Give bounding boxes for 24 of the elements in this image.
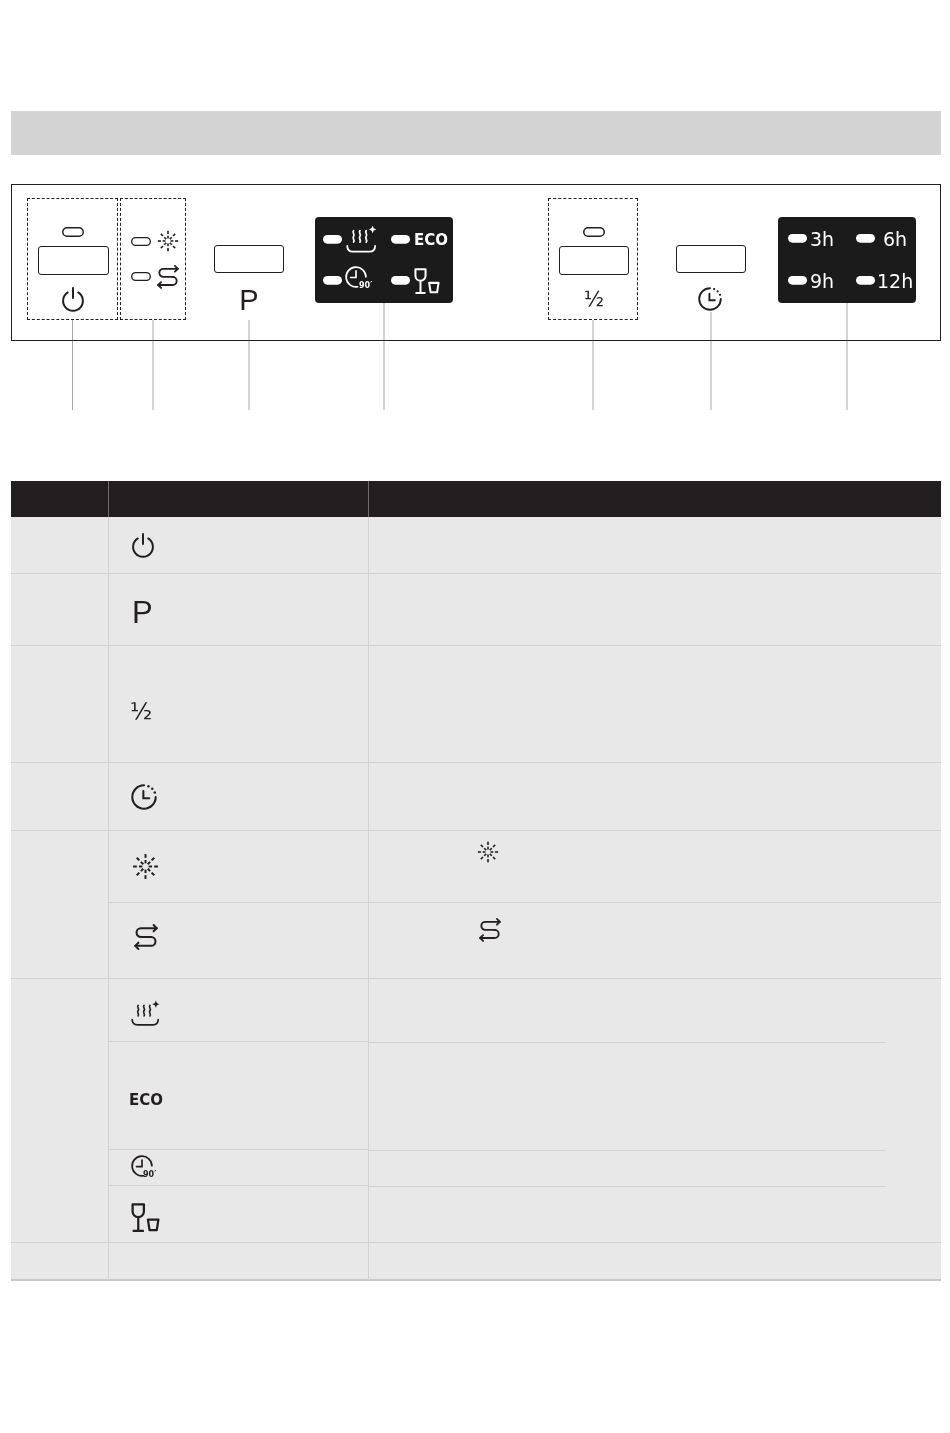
leader-line <box>710 311 712 411</box>
hour-label: 3h <box>810 228 835 250</box>
key-label: P <box>239 284 259 317</box>
mode-label: ECO <box>414 231 448 249</box>
leader-line <box>592 319 594 411</box>
leader-line <box>152 319 154 411</box>
symbol-label: ECO <box>129 1091 163 1109</box>
leader-line <box>383 302 385 411</box>
symbol-label: ½ <box>130 698 153 724</box>
leader-line <box>72 319 73 411</box>
leader-line <box>846 302 848 411</box>
duration-label: 90′ <box>359 281 373 290</box>
key-label: ½ <box>583 287 605 311</box>
indicator-panel <box>778 217 916 303</box>
hour-label: 12h <box>877 270 914 292</box>
symbol-label: P <box>132 595 153 631</box>
indicator-panel <box>315 217 453 303</box>
control-group <box>27 198 118 320</box>
indicator-group <box>120 198 186 320</box>
leader-line <box>248 319 250 411</box>
hour-label: 9h <box>810 270 835 292</box>
control-group <box>548 198 638 320</box>
hour-label: 6h <box>883 228 908 250</box>
symbol-label: 90′ <box>143 1170 157 1179</box>
